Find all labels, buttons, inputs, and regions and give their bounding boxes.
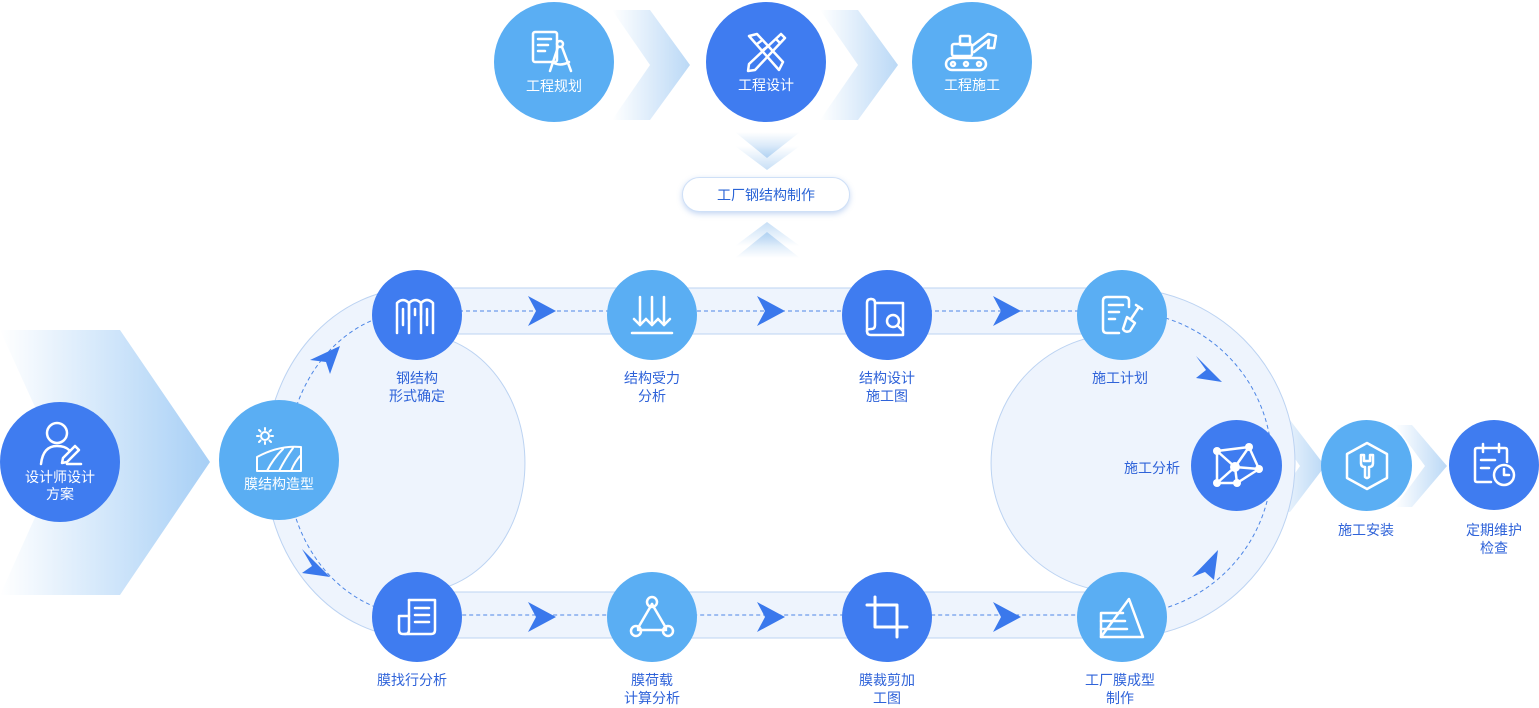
drafting-compass-icon — [531, 30, 573, 72]
inspection-label: 定期维护 检查 — [1466, 523, 1522, 557]
pyramid-icon — [1099, 597, 1145, 639]
membrane-roof-icon — [256, 426, 302, 472]
wrench-hexagon-icon — [1345, 441, 1388, 490]
steel-form-node[interactable] — [372, 270, 462, 360]
plan-shovel-icon — [1101, 295, 1144, 335]
top-chevron-2 — [820, 10, 898, 120]
designer-icon — [39, 421, 83, 466]
ruler-pencil-icon — [746, 32, 787, 72]
structure-drawing-node[interactable] — [842, 270, 932, 360]
installation-label: 施工安装 — [1338, 523, 1394, 539]
planning-label: 工程规划 — [526, 78, 582, 95]
steel-columns-icon — [395, 298, 435, 335]
design-label: 工程设计 — [738, 77, 794, 94]
document-icon — [397, 598, 437, 636]
calendar-clock-icon — [1473, 442, 1516, 487]
force-arrows-icon — [630, 295, 674, 335]
construction-analysis-label: 施工分析 — [1124, 461, 1180, 477]
membrane-shape-node[interactable]: 膜结构造型 — [219, 400, 339, 520]
form-finding-label: 膜找行分析 — [377, 673, 447, 689]
blueprint-search-icon — [865, 297, 905, 337]
triangle-nodes-icon — [629, 595, 675, 638]
force-analysis-label: 结构受力 分析 — [624, 371, 680, 405]
factory-steel-pill[interactable]: 工厂钢结构制作 — [682, 177, 850, 212]
load-calc-node[interactable] — [607, 572, 697, 662]
designer-node[interactable]: 设计师设计 方案 — [0, 402, 120, 522]
track-arrows — [302, 296, 1222, 632]
installation-node[interactable] — [1321, 420, 1412, 511]
factory-membrane-label: 工厂膜成型 制作 — [1085, 673, 1155, 707]
steel-form-label: 钢结构 形式确定 — [389, 371, 445, 405]
top-chevron-1 — [612, 10, 690, 120]
membrane-shape-label: 膜结构造型 — [244, 476, 314, 493]
factory-membrane-node[interactable] — [1077, 572, 1167, 662]
construction-node[interactable]: 工程施工 — [912, 2, 1032, 122]
cutting-drawing-node[interactable] — [842, 572, 932, 662]
structure-drawing-label: 结构设计 施工图 — [859, 371, 915, 405]
planning-node[interactable]: 工程规划 — [494, 2, 614, 122]
construction-analysis-node[interactable] — [1191, 420, 1282, 511]
construction-plan-label: 施工计划 — [1092, 371, 1148, 387]
cutting-drawing-label: 膜裁剪加 工图 — [859, 673, 915, 707]
force-analysis-node[interactable] — [607, 270, 697, 360]
design-node[interactable]: 工程设计 — [706, 2, 826, 122]
form-finding-node[interactable] — [372, 572, 462, 662]
right-chevron-1 — [1268, 420, 1325, 512]
load-calc-label: 膜荷载 计算分析 — [624, 673, 680, 707]
down-chevron — [735, 132, 800, 158]
construction-plan-node[interactable] — [1077, 270, 1167, 360]
designer-label: 设计师设计 方案 — [25, 470, 95, 503]
construction-label: 工程施工 — [944, 77, 1000, 94]
crop-icon — [865, 595, 909, 639]
inspection-node[interactable] — [1449, 420, 1539, 510]
network-icon — [1212, 442, 1263, 487]
excavator-icon — [944, 32, 998, 71]
